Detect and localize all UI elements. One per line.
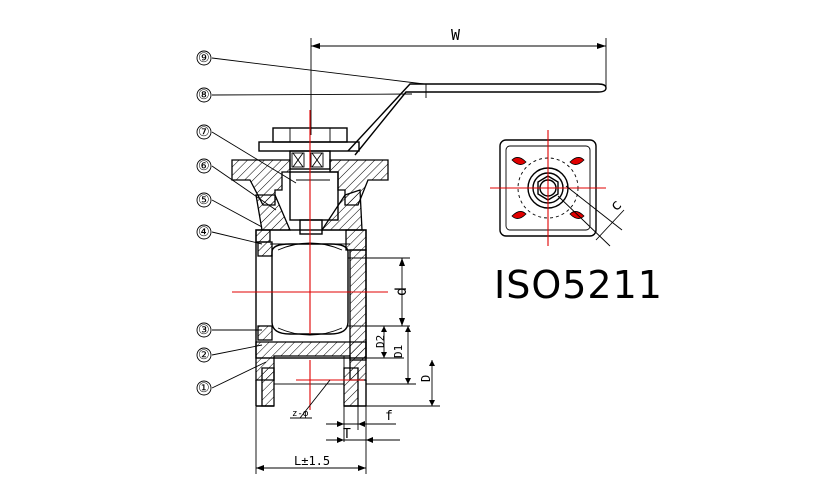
callout-leaders [211,57,425,389]
L-label: L±1.5 [294,454,330,468]
callout-5: ⑤ [198,193,210,208]
d-label: d [392,287,410,296]
width-label: W [451,26,461,44]
d1-label: D1 [392,345,405,358]
d2-label: D2 [374,335,387,348]
callout-3: ③ [198,323,210,338]
handle [347,83,607,156]
callout-6: ⑥ [198,159,210,174]
iso-top-view: c [490,130,625,247]
vertical-dimensions: d D2 D1 D [348,257,440,407]
callout-markers [196,50,212,396]
width-dimension: W [310,26,607,135]
callout-8: ⑧ [198,88,210,103]
callout-labels: ⑨ ⑧ ⑦ ⑥ ⑤ ④ ③ ② ① [198,51,210,396]
callout-7: ⑦ [198,125,210,140]
f-label: f [385,409,393,424]
standard-label: ISO5211 [494,263,663,307]
callout-9: ⑨ [198,51,210,66]
D-label: D [419,375,433,382]
z-label: z-φ [292,409,309,419]
callout-1: ① [198,381,210,396]
T-label: T [343,427,351,442]
valve-body-top [231,159,389,235]
callout-4: ④ [198,225,210,240]
bottom-dimensions: f T L±1.5 z-φ [255,379,400,474]
callout-2: ② [198,348,210,363]
